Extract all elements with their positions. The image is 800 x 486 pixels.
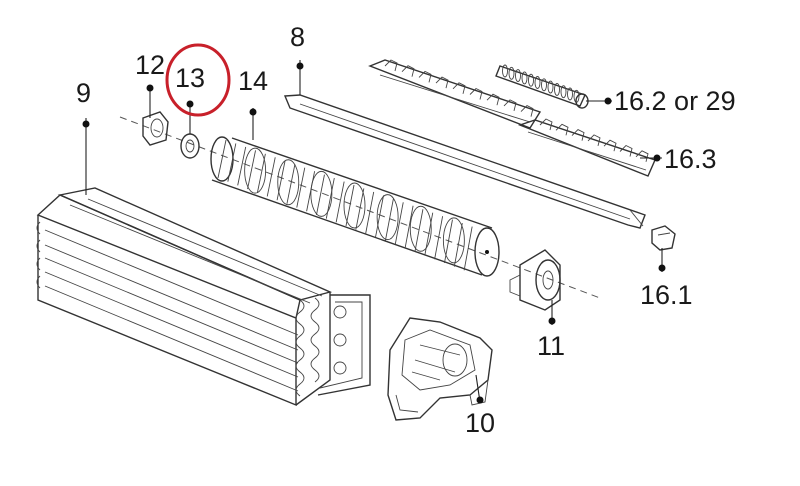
spring-coil: [554, 82, 560, 96]
fan-rib: [442, 217, 465, 264]
vane-blade: [452, 82, 466, 94]
blower-wheel: [210, 136, 500, 277]
fan-blade: [266, 157, 276, 197]
fan-blade: [276, 160, 286, 201]
motor-bracket: [387, 317, 493, 421]
fan-blade: [424, 212, 434, 256]
vane-blade: [435, 76, 449, 89]
vane-blade: [401, 65, 415, 77]
part-label-16-2: 16.2 or 29: [614, 86, 736, 116]
bearing: [180, 133, 200, 159]
vane-blade: [486, 93, 500, 106]
part-label-12: 12: [135, 50, 166, 80]
bearing-housing: [142, 111, 169, 146]
evaporator-coil: [36, 187, 371, 407]
fan-blade: [394, 202, 404, 245]
part-label-14: 14: [238, 66, 269, 96]
part-label-16-1: 16.1: [640, 280, 693, 310]
vane-blade: [603, 139, 617, 152]
spring-coil: [560, 85, 567, 99]
vane-blade: [539, 118, 553, 131]
spring-coil: [567, 87, 573, 101]
part-label-13: 13: [175, 63, 206, 93]
spring-coil: [515, 69, 521, 83]
fan-blade: [453, 222, 463, 267]
vane-blade: [619, 144, 633, 157]
vane-blade: [503, 99, 517, 112]
fan-blade: [256, 153, 266, 193]
fan-blade: [237, 146, 247, 186]
vane-blade: [587, 134, 601, 147]
vane-blade: [571, 129, 585, 141]
fan-blade: [296, 167, 306, 208]
fan-rib: [277, 159, 300, 206]
spring-coil: [521, 71, 528, 85]
vane-blade: [384, 59, 398, 72]
spring-coil: [502, 64, 508, 78]
fan-blade: [247, 150, 256, 190]
spring-coil: [541, 78, 547, 92]
part-label-16-3: 16.3: [664, 144, 717, 174]
fan-blade: [463, 226, 473, 271]
vane-blade: [520, 105, 534, 117]
fan-blade: [316, 174, 325, 216]
fan-blade: [444, 219, 453, 264]
vane-blade: [418, 70, 432, 83]
fan-blade: [404, 205, 414, 249]
fan-rib: [310, 170, 333, 217]
spring-coil: [528, 73, 534, 87]
fan-rib: [376, 194, 399, 241]
fan-blade: [306, 171, 316, 212]
fan-blade: [434, 216, 444, 260]
fan-blade: [414, 209, 424, 252]
highlight-circle: [165, 43, 231, 117]
fan-blade: [325, 177, 335, 219]
spring-coil: [547, 80, 554, 94]
fan-blade: [227, 143, 237, 182]
fan-blade: [286, 164, 296, 204]
vane-blade: [555, 123, 569, 136]
spring-coil: [534, 76, 541, 89]
vane-blade: [469, 87, 483, 100]
vertical-vane-assembly-bottom: [517, 118, 656, 177]
part-label-11: 11: [537, 331, 566, 361]
part-label-10: 10: [465, 408, 496, 438]
vertical-vane-assembly-top: [368, 59, 542, 129]
fan-blade: [384, 198, 394, 241]
fan-motor: [509, 249, 561, 311]
fan-rib: [409, 205, 432, 252]
fan-rib: [244, 147, 267, 194]
leader-lines: [82, 60, 666, 404]
fan-blade: [217, 139, 227, 179]
vane-connecting-spring: [495, 64, 589, 109]
part-label-9: 9: [76, 78, 92, 108]
fan-blade: [365, 191, 375, 234]
fan-rib: [343, 182, 366, 229]
spring-coil: [508, 66, 515, 80]
fan-blade: [355, 188, 365, 230]
fan-blade: [345, 184, 355, 227]
swing-motor: [651, 225, 676, 251]
fan-blade: [375, 195, 384, 238]
part-label-8: 8: [290, 22, 306, 52]
fan-blade: [335, 181, 345, 223]
